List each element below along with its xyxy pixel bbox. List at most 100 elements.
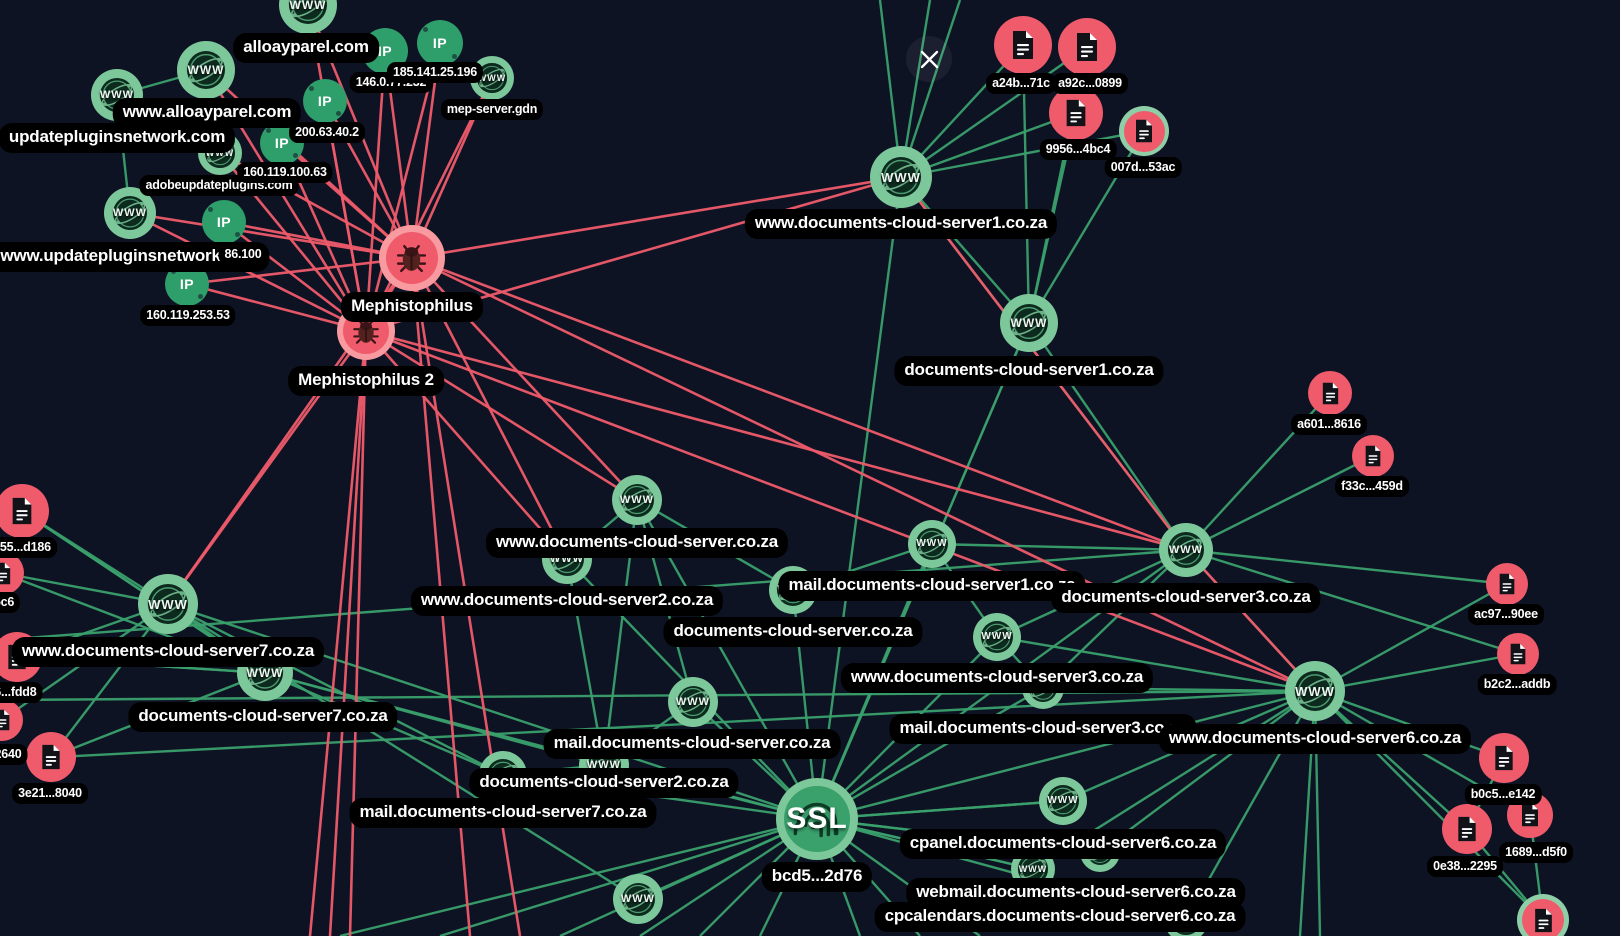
globe-icon — [1049, 787, 1077, 815]
graph-node-label: mail.documents-cloud-server.co.za — [543, 729, 841, 759]
graph-node-label: Mephistophilus 2 — [288, 366, 444, 396]
document-icon — [1066, 99, 1086, 127]
graph-node-www[interactable]: WWW — [908, 520, 956, 568]
graph-node-file[interactable] — [0, 484, 49, 538]
node-type-text: WWW — [1047, 795, 1079, 807]
graph-node-label: documents-cloud-server2.co.za — [469, 768, 739, 798]
document-icon — [1495, 745, 1513, 771]
graph-node-www[interactable]: WWW — [177, 41, 235, 99]
graph-node-label: Mephistophilus — [341, 292, 483, 322]
graph-node-label: www.documents-cloud-server.co.za — [485, 528, 789, 558]
graph-edge-malicious — [186, 282, 367, 333]
graph-node-www[interactable]: WWW — [1000, 294, 1058, 352]
node-type-text: WWW — [246, 665, 284, 680]
node-inner: WWW — [676, 685, 710, 719]
graph-edge-malicious — [365, 329, 638, 502]
graph-node-malware[interactable] — [379, 225, 445, 291]
ip-node-dot — [423, 26, 429, 32]
globe-icon — [983, 623, 1011, 651]
graph-node-label: 76...fdd8 — [0, 682, 43, 703]
graph-node-ip[interactable]: IP — [202, 200, 246, 244]
graph-edge-malicious — [328, 330, 368, 936]
ip-node-dot — [234, 232, 240, 238]
node-type-text: IP — [274, 135, 290, 151]
node-type-text: WWW — [619, 494, 655, 506]
graph-edge-benign — [931, 542, 1187, 552]
graph-node-label: a92c...0899 — [1052, 73, 1128, 94]
graph-edge-benign — [1314, 652, 1519, 693]
graph-edge-benign — [900, 46, 1088, 178]
graph-node-label: documents-cloud-server3.co.za — [1051, 583, 1321, 613]
graph-edge-malicious — [364, 77, 494, 332]
graph-node-www[interactable]: WWW — [138, 574, 198, 634]
graph-node-label: 007d...53ac — [1104, 157, 1182, 178]
node-type-text: WWW — [1295, 683, 1335, 699]
graph-edge-benign — [1314, 690, 1468, 830]
graph-edge-malicious — [411, 175, 902, 260]
document-icon — [1365, 445, 1381, 467]
graph-node-file[interactable] — [994, 16, 1052, 74]
node-type-text: WWW — [620, 893, 656, 905]
graph-node-file[interactable] — [0, 699, 23, 741]
graph-node-www[interactable]: WWW — [613, 874, 663, 924]
globe-icon — [1297, 674, 1333, 708]
graph-node-www[interactable]: WWW — [1039, 777, 1087, 825]
node-type-text: WWW — [477, 73, 507, 83]
node-type-text: WWW — [148, 596, 188, 612]
graph-node-file[interactable] — [26, 732, 76, 782]
graph-edge-malicious — [365, 329, 1187, 552]
node-type-text: IP — [377, 43, 393, 59]
graph-node-file[interactable] — [1497, 633, 1539, 675]
node-type-text: WWW — [916, 538, 948, 550]
graph-node-file[interactable] — [1308, 371, 1352, 415]
globe-icon — [189, 53, 223, 87]
node-inner: WWW — [1295, 671, 1335, 711]
graph-node-label: 5c6 — [0, 592, 21, 613]
node-inner: SSL — [784, 786, 850, 852]
graph-node-label: 9956...4bc4 — [1039, 139, 1117, 160]
globe-icon — [678, 687, 708, 717]
graph-node-label: mep-server.gdn — [440, 99, 544, 120]
graph-node-www[interactable]: WWW — [612, 475, 662, 525]
graph-node-label: www.documents-cloud-server3.co.za — [840, 663, 1154, 693]
graph-node-file[interactable] — [1517, 894, 1569, 936]
graph-node-www[interactable]: WWW — [1159, 523, 1213, 577]
node-inner — [1123, 110, 1165, 152]
graph-node-file[interactable] — [1058, 18, 1116, 76]
graph-edge-benign — [0, 689, 1316, 762]
document-icon — [1322, 382, 1338, 404]
graph-node-label: mail.documents-cloud-server3.co.za — [889, 714, 1197, 744]
graph-node-ip[interactable]: IP — [417, 20, 463, 66]
document-icon — [1522, 803, 1538, 827]
graph-node-file[interactable] — [1442, 804, 1492, 854]
graph-node-ssl[interactable]: SSL — [776, 778, 858, 860]
graph-node-www[interactable]: WWW — [870, 146, 932, 208]
graph-node-file[interactable] — [1049, 86, 1103, 140]
ip-node-dot — [309, 85, 315, 91]
node-inner: WWW — [916, 528, 948, 560]
node-type-text: WWW — [112, 207, 148, 219]
node-inner: WWW — [288, 0, 328, 25]
graph-edge-malicious — [129, 211, 413, 260]
graph-node-ip[interactable]: IP — [303, 79, 347, 123]
graph-node-file[interactable] — [1479, 733, 1529, 783]
graph-edge-malicious — [364, 50, 387, 332]
graph-node-file[interactable] — [1486, 563, 1528, 605]
document-icon — [1510, 643, 1526, 665]
graph-node-www[interactable]: WWW — [668, 677, 718, 727]
graph-edge-benign — [815, 176, 903, 820]
ip-node-dot — [292, 153, 298, 159]
ip-node-dot — [266, 127, 272, 133]
graph-node-label: www.documents-cloud-server1.co.za — [744, 209, 1058, 239]
graph-edge-malicious — [411, 256, 1187, 552]
graph-node-file[interactable] — [1352, 435, 1394, 477]
graph-node-label: f33c...459d — [1335, 476, 1409, 497]
graph-node-www[interactable]: WWW — [973, 613, 1021, 661]
node-inner: WWW — [148, 584, 188, 624]
graph-node-www[interactable]: WWW — [1285, 661, 1345, 721]
node-inner: WWW — [620, 882, 656, 916]
graph-node-file[interactable] — [1119, 106, 1169, 156]
graph-node-label: documents-cloud-server7.co.za — [128, 702, 398, 732]
close-button[interactable] — [906, 36, 952, 82]
